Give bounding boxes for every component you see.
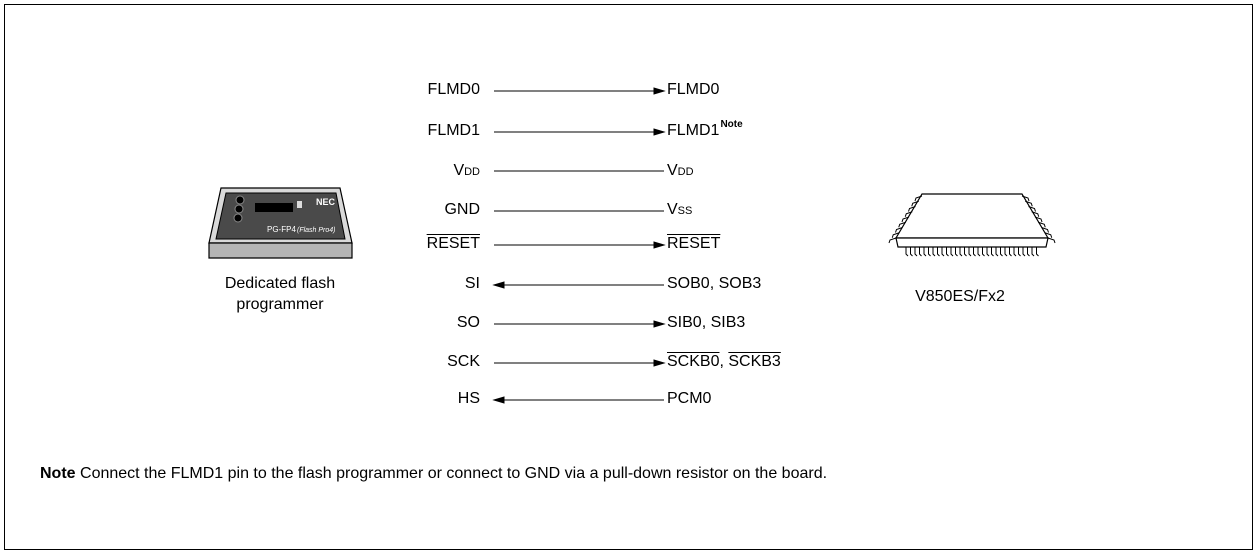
right-pin-vdd: VDD — [667, 162, 694, 179]
chip-pin — [964, 247, 967, 257]
chip-pin — [1028, 206, 1036, 212]
chip-pin — [888, 237, 897, 244]
chip-pin — [950, 247, 954, 257]
chip-pin — [891, 232, 900, 238]
chip-pin — [1031, 211, 1040, 217]
left-pin-vdd: VDD — [453, 162, 480, 179]
arrowhead — [653, 241, 666, 249]
chip-pin — [1034, 216, 1043, 223]
chip-pin — [923, 247, 927, 257]
chip-pin — [911, 200, 919, 207]
programmer-model: PG-FP4 — [267, 225, 296, 234]
chip-pin — [904, 211, 913, 217]
chip-pin — [946, 247, 949, 257]
arrowhead — [653, 359, 666, 367]
chip-pin — [959, 247, 963, 257]
chip-pin — [1041, 227, 1049, 233]
chip-pin — [1025, 200, 1033, 207]
chip-pin — [1018, 247, 1021, 257]
programmer-model-sub: (Flash Pro4) — [297, 227, 336, 234]
chip-pin — [1013, 247, 1017, 257]
diagram-frame — [4, 4, 1253, 550]
chip-pin — [955, 247, 958, 257]
chip-pin — [1021, 195, 1030, 202]
chip-pin — [895, 227, 903, 233]
chip-pin — [928, 247, 931, 257]
programmer-brand: NEC — [316, 197, 336, 207]
arrowhead — [492, 281, 505, 289]
chip-pin — [995, 247, 999, 257]
right-pin-flmd1: FLMD1Note — [667, 119, 743, 139]
arrowhead — [653, 87, 666, 95]
right-pin-sob: SOB0, SOB3 — [667, 275, 762, 292]
right-pin-flmd0: FLMD0 — [667, 81, 720, 98]
chip-pin — [941, 247, 945, 257]
arrowhead — [653, 128, 666, 136]
arrowhead — [653, 320, 666, 328]
device-caption: V850ES/Fx2 — [915, 288, 1005, 305]
chip-pin — [1022, 247, 1026, 257]
chip-pin — [1036, 247, 1039, 257]
chip-pin — [914, 247, 918, 257]
chip-pin — [937, 247, 940, 257]
right-pin-sib: SIB0, SIB3 — [667, 314, 746, 331]
left-pin-gnd: GND — [444, 201, 480, 218]
left-pin-si: SI — [464, 275, 480, 292]
left-pin-sck: SCK — [447, 353, 480, 370]
right-pin-vss: VSS — [667, 201, 693, 218]
note-superscript: Note — [720, 119, 743, 130]
chip-pin — [898, 221, 906, 228]
right-pin-reset: RESET — [667, 235, 721, 252]
chip-pin — [901, 216, 910, 223]
chip-pin — [1000, 247, 1003, 257]
chip-pin — [982, 247, 985, 257]
note-text: Connect the FLMD1 pin to the flash progr… — [75, 465, 828, 482]
chip-pin — [1047, 237, 1056, 244]
left-pin-so: SO — [456, 314, 480, 331]
left-pin-reset: RESET — [426, 235, 480, 252]
flash-programmer-illustration: NEC PG-FP4 (Flash Pro4) — [208, 187, 353, 259]
programmer-caption: Dedicated flash programmer — [224, 275, 336, 313]
right-pin-sckb: SCKB0, SCKB3 — [667, 353, 781, 370]
chip-pin — [1004, 247, 1008, 257]
chip-pin — [905, 247, 909, 257]
left-pin-hs: HS — [457, 390, 480, 407]
chip-pin — [977, 247, 981, 257]
chip-pin — [910, 247, 913, 257]
arrowhead — [492, 396, 505, 404]
chip-pin — [932, 247, 936, 257]
chip-pin — [968, 247, 972, 257]
right-pin-pcm0: PCM0 — [667, 390, 712, 407]
chip-pin — [908, 206, 916, 212]
microcontroller-chip-illustration — [888, 193, 1056, 257]
chip-pin — [1044, 232, 1053, 238]
chip-pin — [1009, 247, 1012, 257]
left-pin-flmd1: FLMD1 — [427, 122, 480, 139]
chip-pin — [986, 247, 990, 257]
chip-pin — [1038, 221, 1046, 228]
chip-pin — [991, 247, 994, 257]
chip-pin — [919, 247, 922, 257]
chip-pin — [973, 247, 976, 257]
note-label: Note — [40, 465, 76, 482]
left-pin-flmd0: FLMD0 — [427, 81, 480, 98]
footnote: Note Connect the FLMD1 pin to the flash … — [40, 464, 1240, 484]
chip-pin — [1027, 247, 1030, 257]
chip-pin — [1031, 247, 1035, 257]
chip-pin — [914, 195, 923, 202]
